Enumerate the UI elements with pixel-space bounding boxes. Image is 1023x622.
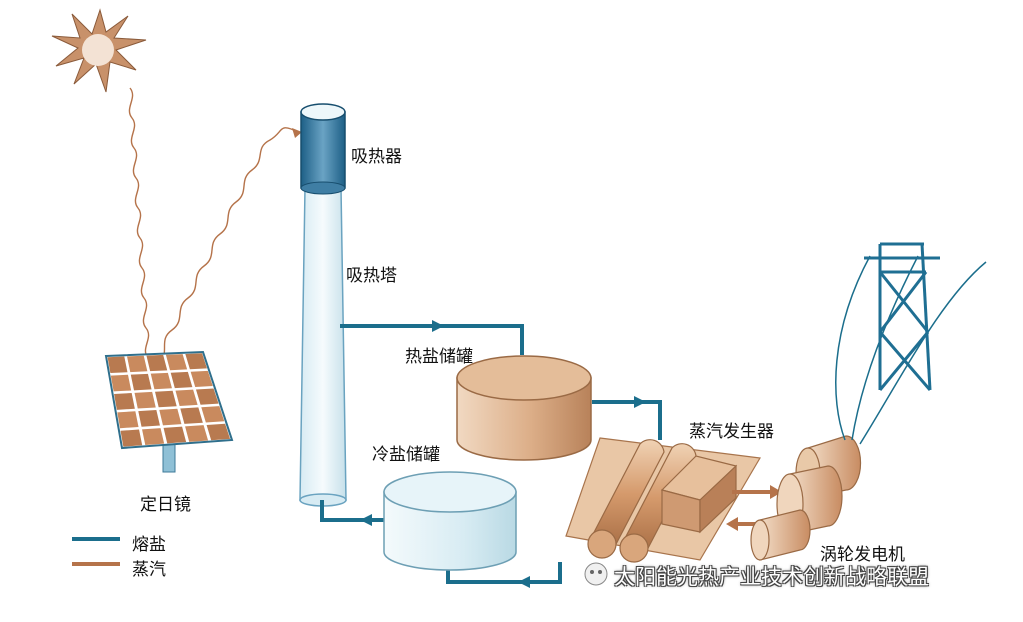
flow-arrow-icon: [360, 320, 646, 588]
heliostat-label: 定日镜: [140, 495, 191, 515]
mirror-facet: [165, 354, 188, 371]
cold-tank-label: 冷盐储罐: [372, 445, 440, 465]
mirror-facet: [146, 354, 168, 372]
receiver: [300, 103, 346, 195]
heliostat: [104, 350, 234, 473]
mirror-facet: [185, 425, 209, 442]
mirror-facet: [138, 409, 160, 427]
mirror-facet: [170, 371, 193, 389]
hot-tank-label: 热盐储罐: [405, 347, 473, 367]
mirror-facet: [142, 428, 165, 446]
mirror-facet: [114, 393, 135, 410]
cold-salt-tank: [383, 471, 517, 571]
mirror-facet: [185, 353, 208, 370]
mirror-facet: [201, 406, 225, 423]
mirror-facet: [120, 429, 143, 447]
hot-salt-tank: [456, 355, 592, 461]
mirror-facet: [190, 370, 213, 387]
reflected-sunlight-ray: [159, 127, 299, 366]
reflected-ray-arrowhead: [292, 128, 302, 138]
mirror-facet: [175, 389, 198, 407]
transmission-pylon: [864, 242, 940, 391]
mirror-facet: [134, 391, 156, 409]
mirror-facet: [130, 373, 152, 391]
mirror-facet: [127, 355, 148, 373]
power-lines: [835, 255, 987, 445]
mirror-facet: [150, 372, 172, 390]
mirror-facet: [163, 426, 187, 444]
steam-generator: [565, 437, 761, 563]
mirror-facet: [180, 407, 203, 424]
mirror-facet: [107, 356, 128, 374]
mirror-facet: [155, 390, 177, 408]
mirror-facet: [117, 411, 139, 429]
mirror-facet: [195, 388, 219, 405]
turbine-generator: [750, 435, 862, 561]
mirror-facet: [206, 423, 231, 441]
mirror-facet: [159, 408, 182, 426]
legend-molten-salt-label: 熔盐: [132, 535, 166, 555]
steam-generator-label: 蒸汽发生器: [689, 422, 774, 442]
receiver-label: 吸热器: [351, 147, 402, 167]
turbine-label: 涡轮发电机: [820, 545, 905, 565]
sun-icon: [51, 8, 147, 93]
watermark-text: 太阳能光热产业技术创新战略联盟: [614, 565, 929, 589]
tower-label: 吸热塔: [346, 266, 397, 286]
receiver-tower: [299, 187, 347, 507]
watermark-logo-icon: [584, 562, 608, 586]
incoming-sunlight-ray: [128, 87, 159, 381]
mirror-facet: [110, 374, 132, 392]
legend-steam-label: 蒸汽: [132, 560, 166, 580]
